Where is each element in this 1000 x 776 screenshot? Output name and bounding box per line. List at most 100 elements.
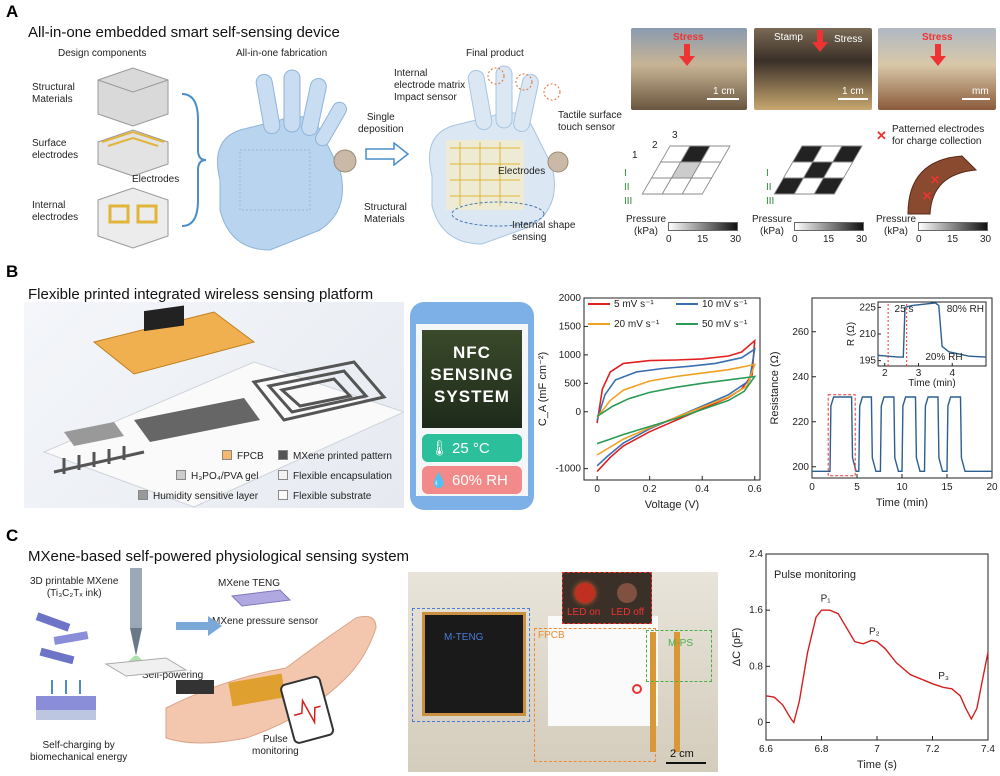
- photo-stress-1: Stress 1 cm: [631, 28, 747, 110]
- scale-label-2: 1 cm: [842, 86, 864, 97]
- x-tick-label: 0.2: [643, 484, 657, 495]
- self-charging-label: Self-charging by biomechanical energy: [30, 740, 128, 763]
- lattice-cube-icon: [97, 67, 169, 127]
- cb2-tick-15: 15: [823, 234, 835, 245]
- x-tick-label: 20: [986, 482, 998, 493]
- grid-col-2: 2: [652, 140, 658, 151]
- pulse-chart-title: Pulse monitoring: [774, 569, 856, 581]
- stress-arrow-icon: [679, 44, 695, 66]
- platform-illustration: [24, 302, 406, 508]
- mps-sensor: [650, 632, 680, 752]
- y-tick-label: 1500: [559, 321, 582, 332]
- inset-y-tick-label: 195: [859, 356, 876, 367]
- grid-col-3: 3: [672, 130, 678, 141]
- cb3-tick-0: 0: [916, 234, 922, 245]
- panel-b-title: Flexible printed integrated wireless sen…: [28, 286, 374, 303]
- mxene-flakes-icon: [35, 612, 89, 665]
- legend-encapsulation: Flexible encapsulation: [278, 466, 392, 487]
- scale-label-3: mm: [972, 86, 989, 97]
- humidity-icon: 💧: [430, 471, 448, 488]
- stamp-label: Stamp: [774, 32, 803, 43]
- legend-gel: H₃PO₄/PVA gel: [176, 466, 258, 487]
- scalebar-1: [707, 98, 739, 100]
- x-tick-label: 7.4: [981, 744, 995, 755]
- cb3-tick-15: 15: [947, 234, 959, 245]
- fabrication-header: All-in-one fabrication: [236, 48, 328, 59]
- legend-humidity: Humidity sensitive layer: [138, 486, 258, 507]
- internal-shape-label: Internal shape sensing: [512, 220, 576, 243]
- x-tick-label: 0: [594, 484, 600, 495]
- stress-label-1: Stress: [673, 32, 704, 43]
- y-tick-label: 220: [792, 417, 809, 428]
- cb1-tick-30: 30: [730, 234, 742, 245]
- inset-x-tick-label: 3: [916, 368, 922, 379]
- plot-frame: [583, 297, 761, 481]
- x-tick-label: 0: [809, 482, 815, 493]
- panel-c-title: MXene-based self-powered physiological s…: [28, 548, 410, 565]
- nfc-banner: NFC SENSING SYSTEM: [422, 330, 522, 428]
- curved-electrode-illustration: ✕ ✕: [907, 155, 978, 215]
- humidity-value: 60% RH: [452, 471, 508, 489]
- cb3-tick-30: 30: [980, 234, 992, 245]
- scale-label-1: 1 cm: [713, 86, 735, 97]
- grid-row-1: I: [624, 168, 627, 179]
- y-tick-label: 1.6: [749, 605, 763, 616]
- colorbar-1: [668, 222, 738, 231]
- fpcb-board: [548, 616, 658, 726]
- inset-y-tick-label: 225: [859, 302, 876, 313]
- x-tick-label: 7: [874, 744, 880, 755]
- stress-arrow-icon-3: [930, 44, 946, 66]
- internal-electrode-cube-icon: [97, 187, 169, 249]
- inset-y-title: R (Ω): [846, 322, 857, 346]
- y-axis-title: Resistance (Ω): [769, 351, 781, 424]
- photo-stress-2: Stamp Stress 1 cm: [754, 28, 872, 110]
- nozzle-icon: [118, 568, 154, 672]
- x-tick-label: 15: [941, 482, 953, 493]
- legend-swatch-substrate: [278, 490, 288, 500]
- ball-icon-2: [547, 151, 569, 173]
- y-tick-label: 2000: [559, 293, 582, 304]
- led-spot-icon: [632, 684, 642, 694]
- single-deposition-label: Single deposition: [358, 112, 404, 135]
- cv-series-line: [596, 375, 757, 445]
- photo-scalebar: [666, 762, 706, 764]
- pressure-sensor-label: MXene pressure sensor: [212, 616, 319, 627]
- platform-layers-svg: [42, 305, 406, 508]
- component-surface: Surface electrodes: [32, 138, 79, 161]
- legend-label: 20 mV s⁻¹: [614, 319, 660, 330]
- structural-product-label: Structural Materials: [364, 202, 407, 225]
- inset-annotation-80: 80% RH: [947, 304, 984, 315]
- grid2-row-2: II: [766, 182, 772, 193]
- panel-a-letter: A: [6, 2, 19, 21]
- legend-mxene: MXene printed pattern: [278, 446, 392, 467]
- legend-mxene-label: MXene printed pattern: [293, 451, 392, 462]
- panel-c-letter: C: [6, 526, 19, 545]
- legend-label: 10 mV s⁻¹: [702, 299, 748, 310]
- inset-x-title: Time (min): [908, 378, 955, 389]
- legend-swatch-humidity: [138, 490, 148, 500]
- fpcb-box: [534, 628, 656, 762]
- pressure-label-2: Pressure (kPa): [752, 214, 793, 237]
- panel-a-title: All-in-one embedded smart self-sensing d…: [28, 24, 340, 41]
- stress-label-3: Stress: [922, 32, 953, 43]
- legend-swatch-gel: [176, 470, 186, 480]
- pressure-label-1: Pressure (kPa): [626, 214, 667, 237]
- grid2-row-1: I: [766, 168, 769, 179]
- self-powered-illustration: [35, 568, 377, 744]
- internal-matrix-label: Internal electrode matrix Impact sensor: [394, 68, 466, 103]
- inset-annotation-20: 20% RH: [925, 352, 962, 363]
- x-axis-title: Time (min): [876, 497, 928, 509]
- plot-frame: [765, 553, 989, 741]
- design-components-header: Design components: [58, 48, 147, 59]
- cb1-tick-15: 15: [697, 234, 709, 245]
- arrow-right-icon: [365, 142, 410, 166]
- component-cubes-illustration: [97, 67, 169, 249]
- y-tick-label: 0.8: [749, 661, 763, 672]
- y-axis-title: C_A (mF cm⁻²): [537, 352, 549, 426]
- colorbar-2: [794, 222, 864, 231]
- grid-row-2: II: [624, 182, 630, 193]
- x-tick-label: 7.2: [926, 744, 940, 755]
- electrodes-label: Electrodes: [132, 174, 180, 185]
